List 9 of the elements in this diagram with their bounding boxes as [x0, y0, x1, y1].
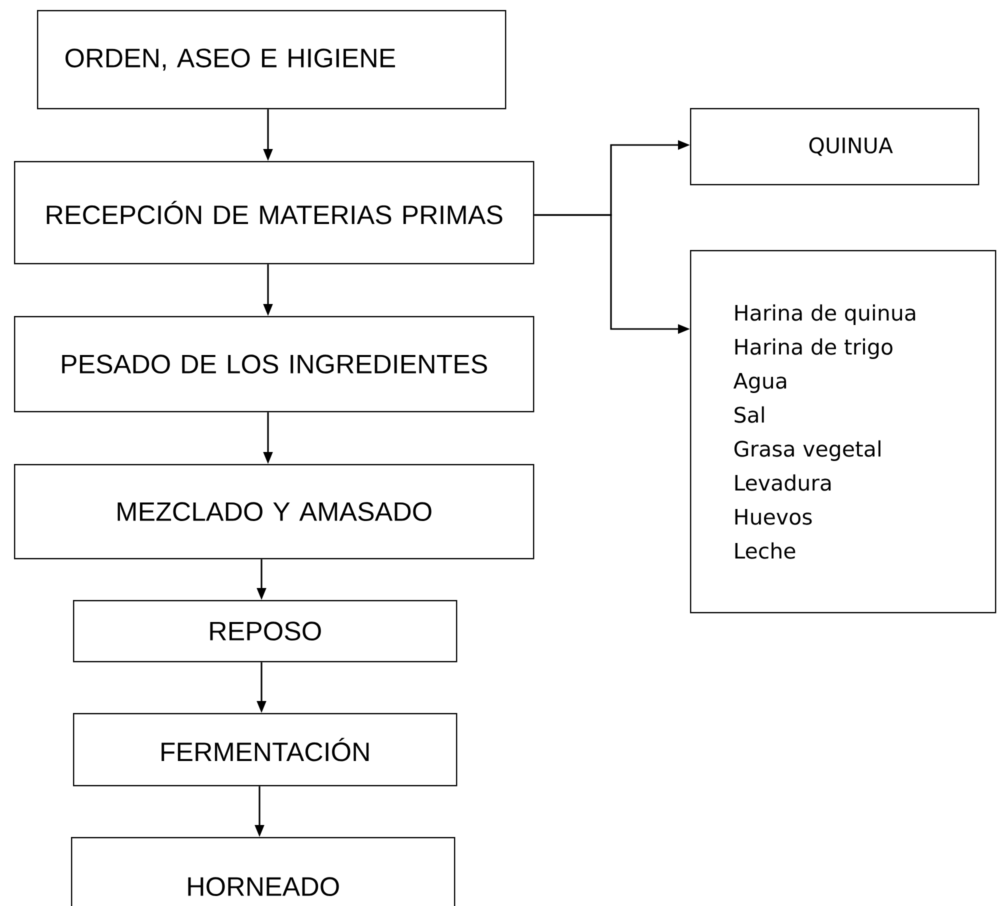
process-box: MEZCLADO Y AMASADO	[14, 464, 534, 560]
process-box: ORDEN, ASEO E HIGIENE	[37, 10, 506, 110]
process-box: FERMENTACIÓN	[73, 713, 458, 786]
process-box: RECEPCIÓN DE MATERIAS PRIMAS	[14, 161, 534, 264]
process-box: REPOSO	[73, 600, 458, 662]
process-box: PESADO DE LOS INGREDIENTES	[14, 316, 534, 412]
ingredient-box: QUINUA	[690, 108, 980, 186]
ingredient-list-box: Harina de quinua Harina de trigo Agua Sal Grasa vegetal Levadura Huevos Leche	[690, 250, 996, 614]
process-box: HORNEADO	[71, 837, 456, 906]
